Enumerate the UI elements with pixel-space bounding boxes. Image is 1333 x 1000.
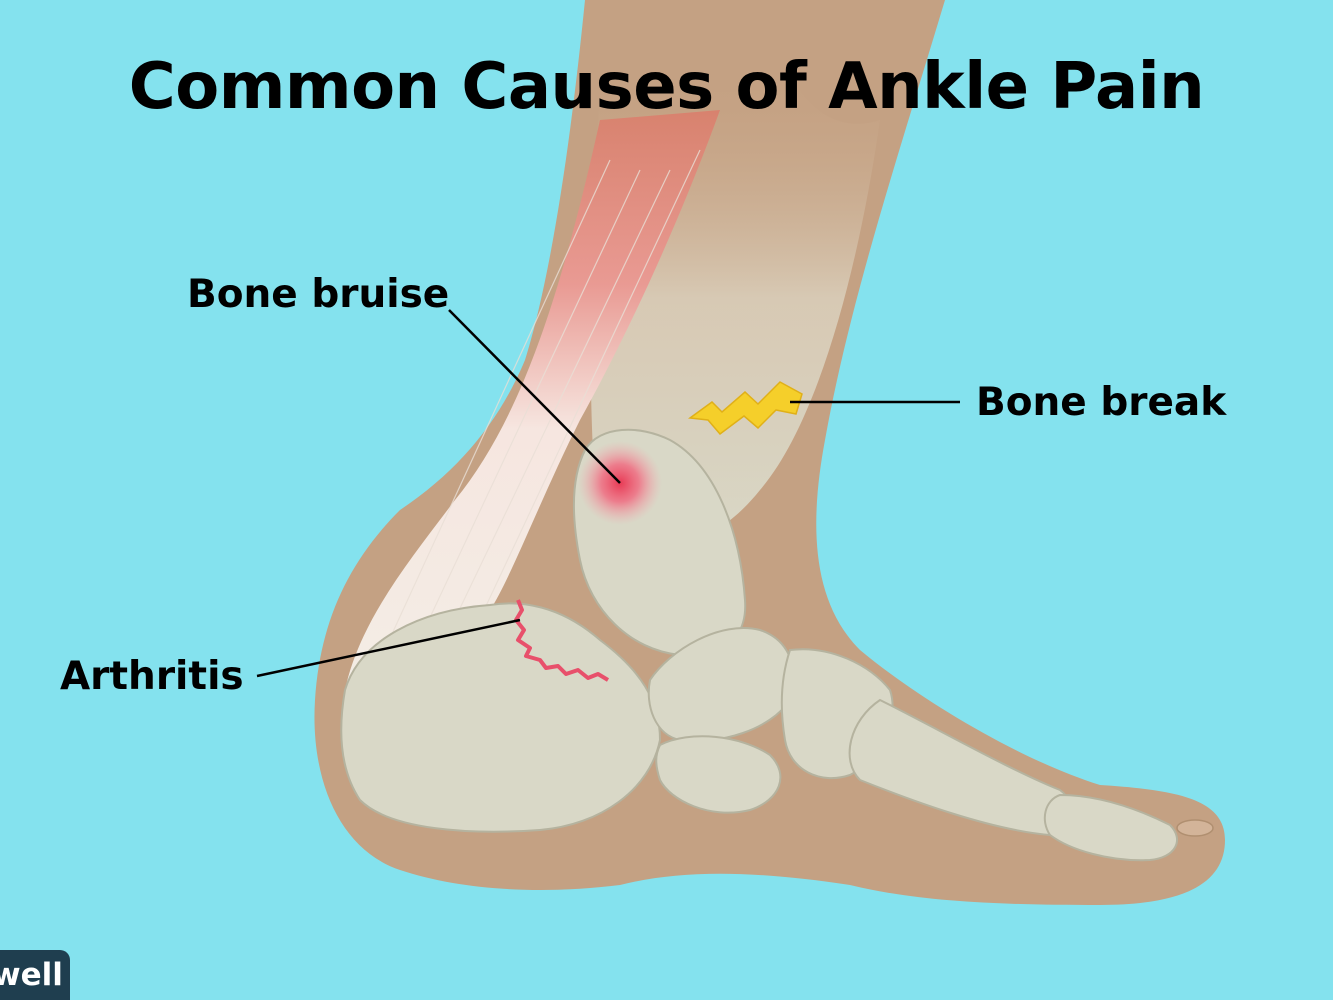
cuboid-bone — [655, 735, 782, 814]
arthritis-leader-line — [256, 618, 521, 678]
brand-logo-text: well — [0, 957, 63, 993]
page-title: Common Causes of Ankle Pain — [128, 50, 1205, 124]
bone-bruise-label: Bone bruise — [187, 272, 450, 317]
toenail — [1176, 819, 1214, 837]
bone-break-label: Bone break — [976, 380, 1227, 425]
calcaneus-bone — [340, 602, 662, 833]
bone-bruise-leader-line — [448, 309, 621, 484]
fracture-zigzag — [687, 381, 803, 436]
toe-bones — [1043, 793, 1179, 862]
arthritis-label: Arthritis — [60, 654, 244, 699]
tendon-fibers — [379, 149, 701, 661]
brand-logo: well — [0, 950, 70, 1000]
arthritis-line — [514, 599, 610, 682]
